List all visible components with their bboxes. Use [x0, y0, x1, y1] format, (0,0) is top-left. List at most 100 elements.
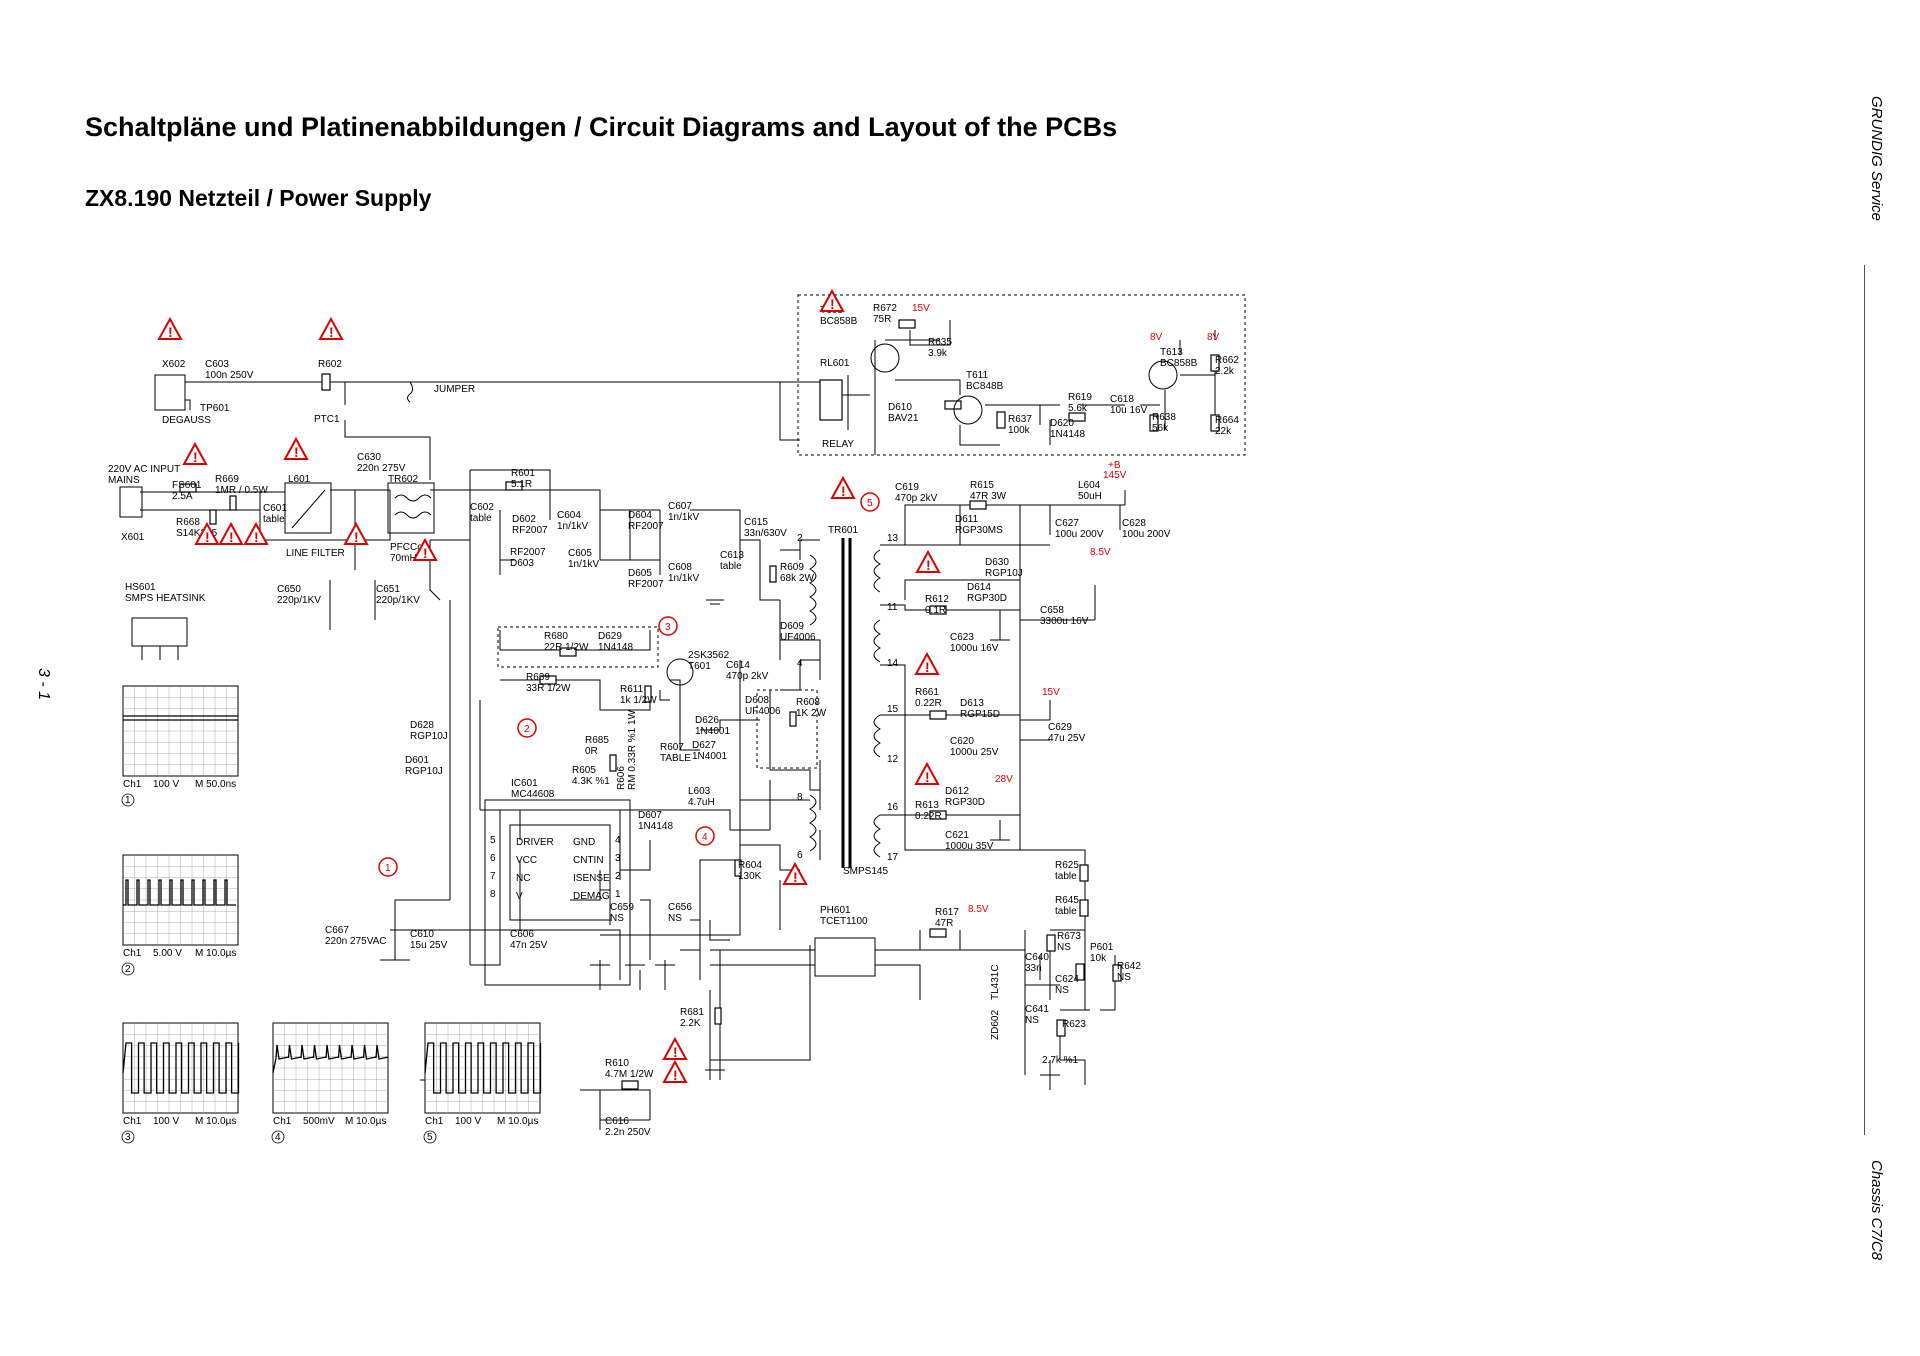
voltage-v85b: 8.5V: [968, 904, 989, 915]
transformer-pin: 12: [887, 754, 899, 765]
svg-text:!: !: [254, 529, 259, 545]
scope-volts: 100 V: [455, 1116, 481, 1127]
warning-icon: !: [243, 521, 269, 545]
svg-text:!: !: [925, 659, 930, 675]
component-label-degauss: DEGAUSS: [162, 415, 211, 426]
component-label-tp601: TP601: [200, 403, 230, 414]
scope-channel: Ch1: [123, 1116, 142, 1127]
component-label-r2k7: 2.7k %1: [1042, 1055, 1079, 1066]
scope-marker-label: 5: [427, 1132, 433, 1143]
component-label-r606: R606RM 0.33R %1 1W: [616, 709, 638, 790]
ic-pin-number: 8: [490, 889, 496, 900]
relay-section-box: [797, 294, 1246, 456]
component-label-r623: R623: [1062, 1019, 1086, 1030]
ic-pin-left: VCC: [516, 855, 537, 866]
transformer-pin: 11: [887, 602, 898, 613]
svg-text:!: !: [193, 449, 198, 465]
ic-pin-right: ISENSE: [573, 873, 610, 884]
svg-text:!: !: [329, 324, 334, 340]
marker-circle: [695, 826, 715, 846]
scope-volts: 100 V: [153, 1116, 179, 1127]
component-label-ptc1: PTC1: [314, 414, 340, 425]
warning-icon: !: [782, 861, 808, 885]
scope-marker: [423, 1130, 437, 1144]
warning-icon: !: [819, 288, 845, 312]
warning-icon: !: [915, 549, 941, 573]
component-label-tr601: TR601: [828, 525, 858, 536]
ic-pin-left: NC: [516, 873, 530, 884]
scope-marker-label: 2: [125, 964, 131, 975]
marker-circle: [860, 492, 880, 512]
transformer-pin: 15: [887, 704, 899, 715]
transformer-pin: 4: [797, 658, 803, 669]
svg-text:!: !: [229, 529, 234, 545]
scope-channel: Ch1: [273, 1116, 292, 1127]
scope-marker: [121, 793, 135, 807]
marker-label: 5: [867, 498, 873, 509]
scope-marker-label: 1: [125, 795, 131, 806]
scope-channel: Ch1: [123, 948, 142, 959]
component-label-x602: X602: [162, 359, 186, 370]
warning-icon: !: [218, 521, 244, 545]
svg-text:!: !: [830, 296, 835, 312]
component-label-tr602: TR602: [388, 474, 418, 485]
marker-circle: [658, 616, 678, 636]
ic601-outline: [484, 799, 631, 986]
scope-volts: 100 V: [153, 779, 179, 790]
scope-time: M 10.0µs: [195, 1116, 236, 1127]
ic-pin-left: V: [516, 891, 523, 902]
scope-volts: 500mV: [303, 1116, 335, 1127]
component-label-tl431: TL431C: [990, 964, 1001, 1000]
scope-marker: [271, 1130, 285, 1144]
component-label-r602: R602: [318, 359, 342, 370]
ic-pin-number: 5: [490, 835, 496, 846]
warning-icon: !: [914, 651, 940, 675]
svg-text:!: !: [205, 529, 210, 545]
transformer-pin: 6: [797, 850, 803, 861]
